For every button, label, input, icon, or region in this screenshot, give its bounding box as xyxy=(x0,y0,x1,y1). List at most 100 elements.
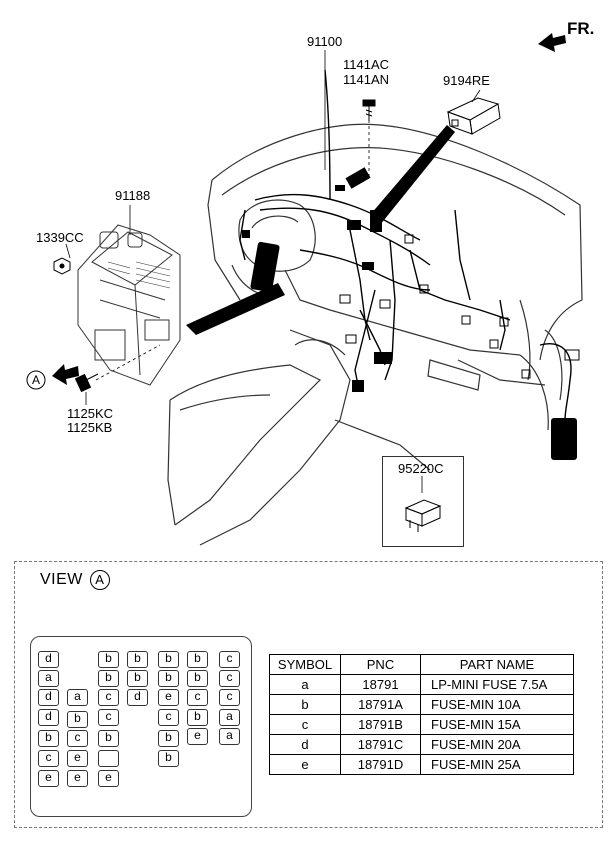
fuse-slot: a xyxy=(219,728,240,745)
junction-box-ribs xyxy=(107,261,171,289)
table-row: b 18791A FUSE-MIN 10A xyxy=(269,694,574,715)
view-marker-circle: A xyxy=(89,570,110,590)
fuse-slot: b xyxy=(98,651,119,668)
fuse-slot: b xyxy=(98,670,119,687)
fuse-slot: d xyxy=(38,709,59,726)
part-1141ac-label: 1141AC xyxy=(343,57,390,72)
view-title-text: VIEW xyxy=(40,571,83,589)
wiring-harness xyxy=(239,69,572,421)
relay-9194re xyxy=(446,97,501,135)
small-connectors xyxy=(339,234,580,379)
table-row: a 18791 LP-MINI FUSE 7.5A xyxy=(269,674,574,695)
fuse-slot: b xyxy=(187,709,208,726)
fuse-slot: c xyxy=(38,750,59,767)
view-a-arrow xyxy=(52,364,79,385)
front-label: FR. xyxy=(567,19,595,38)
fuse-slot: b xyxy=(158,750,179,767)
part-1125kc-label: 1125KC xyxy=(67,406,114,421)
part-95220c-box xyxy=(382,456,464,547)
part-1339cc-label: 1339CC xyxy=(36,230,84,245)
part-1141an-label: 1141AN xyxy=(343,72,390,87)
view-marker-text: A xyxy=(95,572,105,587)
fuse-slot-empty xyxy=(98,750,119,767)
header-symbol: SYMBOL xyxy=(269,654,341,675)
fuse-slot: d xyxy=(38,689,59,706)
cell-symbol: c xyxy=(269,714,341,735)
fuse-slot: b xyxy=(187,670,208,687)
fuse-slot: c xyxy=(187,689,208,706)
cell-pnc: 18791B xyxy=(340,714,421,735)
fuse-slot: e xyxy=(67,750,88,767)
fuse-slot: b xyxy=(187,651,208,668)
cell-part-name: FUSE-MIN 15A xyxy=(420,714,574,735)
part-9194re-label: 9194RE xyxy=(443,73,490,88)
glove-connector xyxy=(250,241,280,293)
fuse-slot: c xyxy=(67,730,88,747)
fuse-slot: c xyxy=(219,670,240,687)
cell-pnc: 18791A xyxy=(340,694,421,715)
nut-1339cc xyxy=(53,257,71,275)
callout-a-circle xyxy=(26,370,46,390)
fuse-box: d b b b b c a b b b b c d a c d e c c c … xyxy=(30,636,252,817)
fuse-slot: c xyxy=(158,709,179,726)
fuse-slot: d xyxy=(127,689,148,706)
part-91100-label: 91100 xyxy=(307,34,343,49)
leader-lines xyxy=(65,50,481,493)
fuse-parts-table: SYMBOL PNC PART NAME a 18791 LP-MINI FUS… xyxy=(269,654,574,775)
view-a-title: VIEW A xyxy=(40,570,110,590)
cell-part-name: FUSE-MIN 10A xyxy=(420,694,574,715)
fuse-slot: c xyxy=(219,651,240,668)
wire-band-left xyxy=(186,283,285,335)
view-a-panel xyxy=(14,561,603,828)
part-91188-label: 91188 xyxy=(115,188,151,203)
cell-part-name: LP-MINI FUSE 7.5A xyxy=(420,674,574,695)
fuse-slot: e xyxy=(158,689,179,706)
table-row: d 18791C FUSE-MIN 20A xyxy=(269,734,574,755)
part-95220c-label: 95220C xyxy=(398,461,444,476)
fuse-slot: b xyxy=(98,730,119,747)
cell-pnc: 18791D xyxy=(340,754,421,775)
wire-band-right xyxy=(370,125,455,225)
fuse-slot: b xyxy=(158,651,179,668)
fuse-slot: a xyxy=(219,709,240,726)
fuse-slot: e xyxy=(98,770,119,787)
cell-symbol: b xyxy=(269,694,341,715)
part-1125kb-label: 1125KB xyxy=(67,420,113,435)
fuse-slot: b xyxy=(158,730,179,747)
cell-symbol: e xyxy=(269,754,341,775)
table-row: c 18791B FUSE-MIN 15A xyxy=(269,714,574,735)
cell-part-name: FUSE-MIN 20A xyxy=(420,734,574,755)
bolt-1141ac xyxy=(362,99,376,121)
fuse-slot: e xyxy=(67,770,88,787)
fuse-slot: c xyxy=(98,689,119,706)
header-pnc: PNC xyxy=(340,654,421,675)
fuse-slot: e xyxy=(38,770,59,787)
callout-a-label: A xyxy=(32,373,41,387)
table-header-row: SYMBOL PNC PART NAME xyxy=(269,654,574,675)
harness-connectors xyxy=(242,167,577,460)
fuse-slot: b xyxy=(67,711,88,728)
fuse-slot: c xyxy=(98,709,119,726)
front-direction-arrow xyxy=(538,33,566,52)
wiring-illustration xyxy=(26,33,583,546)
table-row: e 18791D FUSE-MIN 25A xyxy=(269,754,574,775)
fuse-slot: e xyxy=(187,728,208,745)
cell-symbol: d xyxy=(269,734,341,755)
fuse-slot: b xyxy=(38,730,59,747)
fuse-slot: b xyxy=(158,670,179,687)
fuse-slot: c xyxy=(219,689,240,706)
fuse-slot: b xyxy=(127,651,148,668)
cell-pnc: 18791C xyxy=(340,734,421,755)
cell-pnc: 18791 xyxy=(340,674,421,695)
fuse-slot: a xyxy=(67,689,88,706)
fuse-slot: b xyxy=(127,670,148,687)
fuse-slot: a xyxy=(38,670,59,687)
dashboard-outline xyxy=(167,123,583,546)
header-part-name: PART NAME xyxy=(420,654,574,675)
cell-part-name: FUSE-MIN 25A xyxy=(420,754,574,775)
bolt-1125kc xyxy=(74,373,99,393)
cell-symbol: a xyxy=(269,674,341,695)
relay-95220c xyxy=(404,499,442,532)
junction-box-91188 xyxy=(77,224,181,386)
fuse-slot: d xyxy=(38,651,59,668)
